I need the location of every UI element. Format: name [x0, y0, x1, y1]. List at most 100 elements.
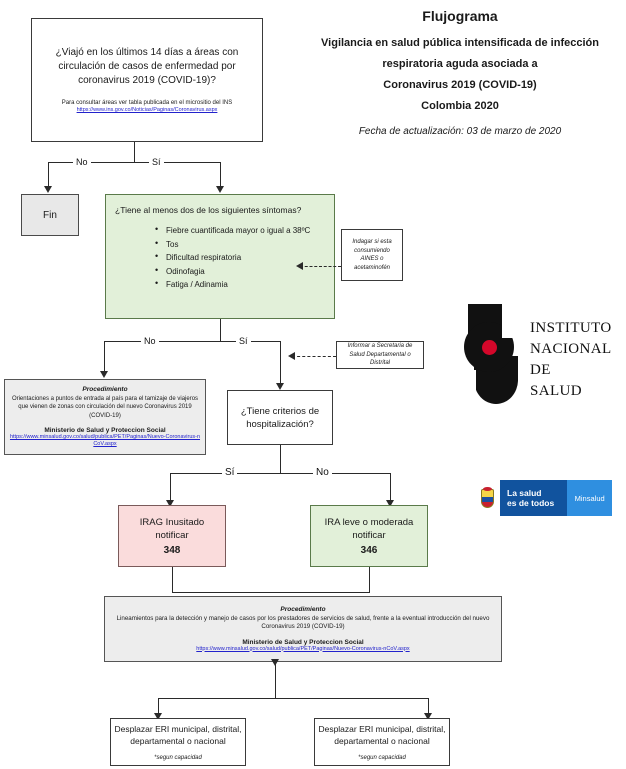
edge-hosp-stem: [280, 445, 281, 473]
edge-hosp-no: [390, 473, 391, 503]
ins-logo-mark-icon: [462, 304, 524, 406]
eri-left-footnote: *segun capacidad: [154, 755, 202, 761]
edge-label-travel-yes: Sí: [149, 157, 164, 167]
hospitalization-question-box: ¿Tiene criterios de hospitalización?: [227, 390, 333, 445]
minsalud-link-bottom[interactable]: https://www.minsalud.gov.co/salud/public…: [196, 645, 410, 652]
ira-line-1: IRA leve o moderada: [324, 517, 414, 528]
edge-ira-down: [369, 567, 370, 592]
edge-travel-split: [48, 162, 220, 163]
ira-code: 346: [360, 545, 378, 556]
dashed-edge-secretaria: [292, 356, 336, 357]
irag-box: IRAG Inusitado notificar 348: [118, 505, 226, 567]
edge-bottom-stem: [275, 662, 276, 698]
ins-link[interactable]: https://www.ins.gov.co/Noticias/Paginas/…: [76, 107, 218, 113]
arrow-to-procedure-left: [100, 371, 108, 378]
symptom-item: Fatiga / Adinamia: [155, 277, 310, 292]
travel-question-box: ¿Viajó en los últimos 14 días a áreas co…: [31, 18, 263, 142]
irag-code: 348: [163, 545, 181, 556]
edge-hosp-yes: [170, 473, 171, 503]
procedure-left-ministry: Ministerio de Salud y Proteccion Social: [44, 427, 166, 435]
eri-right-box: Desplazar ERI municipal, distrital, depa…: [314, 718, 450, 766]
ins-logo-line-1: INSTITUTO: [530, 320, 612, 336]
eri-right-line-1: Desplazar ERI municipal, distrital,: [318, 724, 446, 734]
update-date: Fecha de actualización: 03 de marzo de 2…: [358, 126, 562, 137]
symptom-item: Dificultad respiratoria: [155, 250, 310, 265]
note-secretaria-box: Informar a Secretaria de Salud Departame…: [336, 341, 424, 369]
edge-symptoms-split: [104, 341, 280, 342]
arrow-aines: [296, 262, 303, 270]
minsalud-slogan-line-2: es de todos: [507, 498, 555, 508]
edge-eri-left: [158, 698, 159, 716]
minsalud-logo: La salud es de todos Minsalud: [474, 480, 612, 516]
minsalud-link-left[interactable]: https://www.minsalud.gov.co/salud/public…: [9, 434, 201, 448]
edge-results-join: [172, 592, 370, 593]
edge-travel-stem: [134, 142, 135, 162]
ins-logo-line-2: NACIONAL DE: [530, 341, 611, 378]
page-title: Flujograma: [422, 8, 498, 24]
minsalud-slogan-line-1: La salud: [507, 488, 542, 498]
symptoms-list: Fiebre cuantificada mayor o igual a 38ºC…: [115, 223, 310, 292]
ins-logo-line-3: SALUD: [530, 383, 583, 399]
procedure-left-title: Procedimiento: [82, 385, 128, 393]
edge-label-symptoms-yes: Sí: [236, 336, 251, 346]
eri-right-footnote: *segun capacidad: [358, 755, 406, 761]
subtitle-line-1: Vigilancia en salud pública intensificad…: [321, 37, 599, 49]
subtitle-line-3: Coronavirus 2019 (COVID-19): [383, 79, 537, 91]
symptoms-question: ¿Tiene al menos dos de los siguientes sí…: [115, 205, 302, 215]
edge-eri-right: [428, 698, 429, 716]
title-block: Flujograma Vigilancia en salud pública i…: [300, 8, 620, 137]
travel-question-note: Para consultar áreas ver tabla publicada…: [61, 100, 233, 106]
edge-label-travel-no: No: [73, 157, 91, 167]
procedure-bottom-title: Procedimiento: [280, 605, 326, 613]
arrow-to-irag: [166, 500, 174, 507]
eri-right-line-2: departamental o nacional: [334, 736, 430, 746]
edge-travel-no: [48, 162, 49, 189]
irag-line-1: IRAG Inusitado: [139, 517, 205, 528]
end-label: Fin: [43, 209, 57, 221]
minsalud-brand: Minsalud: [567, 480, 612, 516]
edge-travel-yes: [220, 162, 221, 189]
symptom-item: Odinofagia: [155, 264, 310, 279]
arrow-secretaria: [288, 352, 295, 360]
arrow-to-hospitalization: [276, 383, 284, 390]
minsalud-slogan: La salud es de todos: [500, 480, 568, 516]
edge-symptoms-yes: [280, 341, 281, 386]
procedure-left-body: Orientaciones a puntos de entrada al paí…: [11, 395, 199, 419]
procedure-bottom-body: Lineamientos para la detección y manejo …: [116, 614, 490, 631]
subtitle-line-4: Colombia 2020: [421, 100, 499, 112]
edge-label-symptoms-no: No: [141, 336, 159, 346]
note-aines-box: Indagar si esta consumiendo AINES o acet…: [341, 229, 403, 281]
edge-symptoms-stem: [220, 319, 221, 341]
hospitalization-question-text: ¿Tiene criterios de hospitalización?: [240, 405, 320, 430]
note-secretaria-text: Informar a Secretaria de Salud Departame…: [347, 343, 413, 367]
edge-irag-down: [172, 567, 173, 592]
subtitle-line-2: respiratoria aguda asociada a: [382, 58, 538, 70]
edge-bottom-split: [158, 698, 428, 699]
arrow-to-eri-right: [424, 713, 432, 720]
symptom-item: Fiebre cuantificada mayor o igual a 38ºC: [155, 223, 310, 238]
ins-logo: INSTITUTO NACIONAL DE SALUD: [462, 302, 620, 406]
edge-label-hosp-no: No: [313, 468, 332, 478]
procedure-bottom-box: Procedimiento Lineamientos para la detec…: [104, 596, 502, 662]
note-aines-text: Indagar si esta consumiendo AINES o acet…: [352, 239, 392, 271]
irag-line-2: notificar: [155, 530, 189, 541]
dashed-edge-aines: [300, 266, 341, 267]
arrow-to-eri-left: [154, 713, 162, 720]
colombia-coat-of-arms-icon: [474, 480, 500, 516]
edge-hosp-split: [170, 473, 390, 474]
ira-line-2: notificar: [352, 530, 386, 541]
symptoms-box: ¿Tiene al menos dos de los siguientes sí…: [105, 194, 335, 319]
eri-left-line-1: Desplazar ERI municipal, distrital,: [114, 724, 242, 734]
eri-left-box: Desplazar ERI municipal, distrital, depa…: [110, 718, 246, 766]
arrow-to-end: [44, 186, 52, 193]
end-box: Fin: [21, 194, 79, 236]
travel-question-text: ¿Viajó en los últimos 14 días a áreas co…: [55, 47, 239, 86]
ira-box: IRA leve o moderada notificar 346: [310, 505, 428, 567]
arrow-into-procedure-bottom: [271, 659, 279, 666]
arrow-to-ira: [386, 500, 394, 507]
arrow-to-symptoms: [216, 186, 224, 193]
edge-label-hosp-yes: Sí: [222, 468, 238, 478]
procedure-bottom-ministry: Ministerio de Salud y Proteccion Social: [242, 638, 364, 646]
symptom-item: Tos: [155, 237, 310, 252]
edge-symptoms-no: [104, 341, 105, 374]
